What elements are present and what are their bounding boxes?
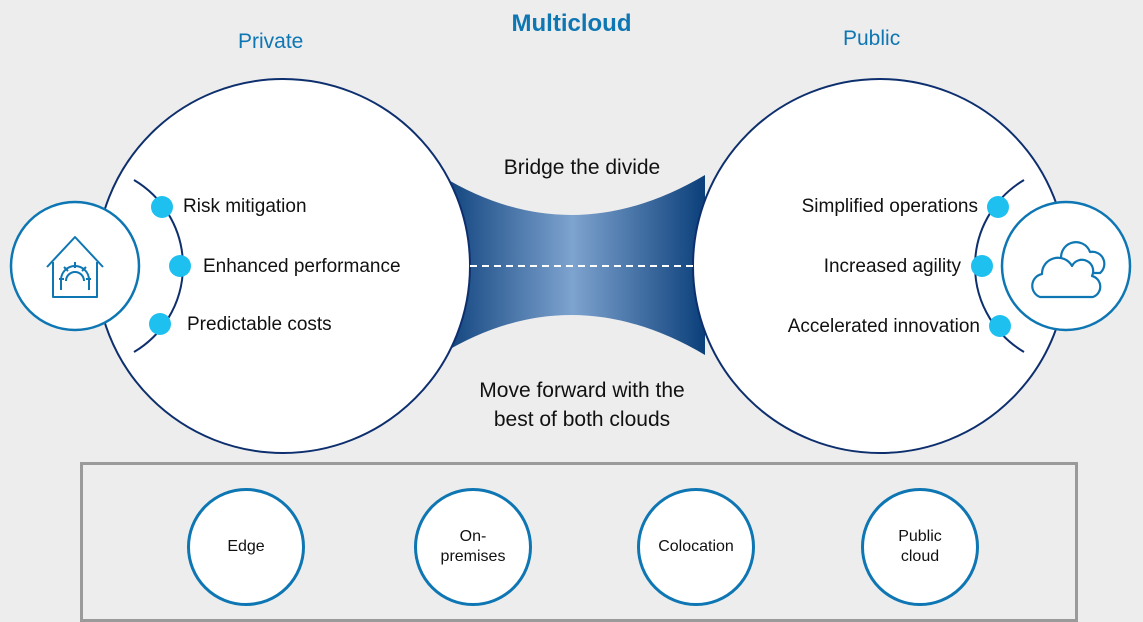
public-benefit-increased-agility: Increased agility — [823, 256, 961, 277]
increased-agility-dot — [971, 255, 993, 277]
clouds-icon — [1031, 241, 1106, 299]
accelerated-innovation-dot — [989, 315, 1011, 337]
simplified-operations-dot — [987, 196, 1009, 218]
private-benefit-predictable-costs: Predictable costs — [187, 314, 332, 335]
benefit-dots — [149, 196, 1011, 337]
location-colocation: Colocation — [637, 488, 755, 606]
risk-mitigation-dot — [151, 196, 173, 218]
private-benefit-risk-mitigation: Risk mitigation — [183, 196, 307, 217]
bridge-bottom-text: Move forward with the best of both cloud… — [479, 379, 685, 432]
house-gear-icon — [46, 236, 104, 298]
public-benefit-simplified-operations: Simplified operations — [801, 196, 978, 217]
private-label: Private — [238, 30, 304, 53]
bridge-top-text: Bridge the divide — [503, 156, 661, 179]
location-edge: Edge — [187, 488, 305, 606]
public-benefit-accelerated-innovation: Accelerated innovation — [787, 316, 980, 337]
location-on-premises: On- premises — [414, 488, 532, 606]
private-benefit-enhanced-performance: Enhanced performance — [203, 256, 401, 277]
predictable-costs-dot — [149, 313, 171, 335]
location-public-cloud: Public cloud — [861, 488, 979, 606]
enhanced-performance-dot — [169, 255, 191, 277]
diagram-title: Multicloud — [511, 10, 632, 37]
public-label: Public — [843, 27, 901, 50]
